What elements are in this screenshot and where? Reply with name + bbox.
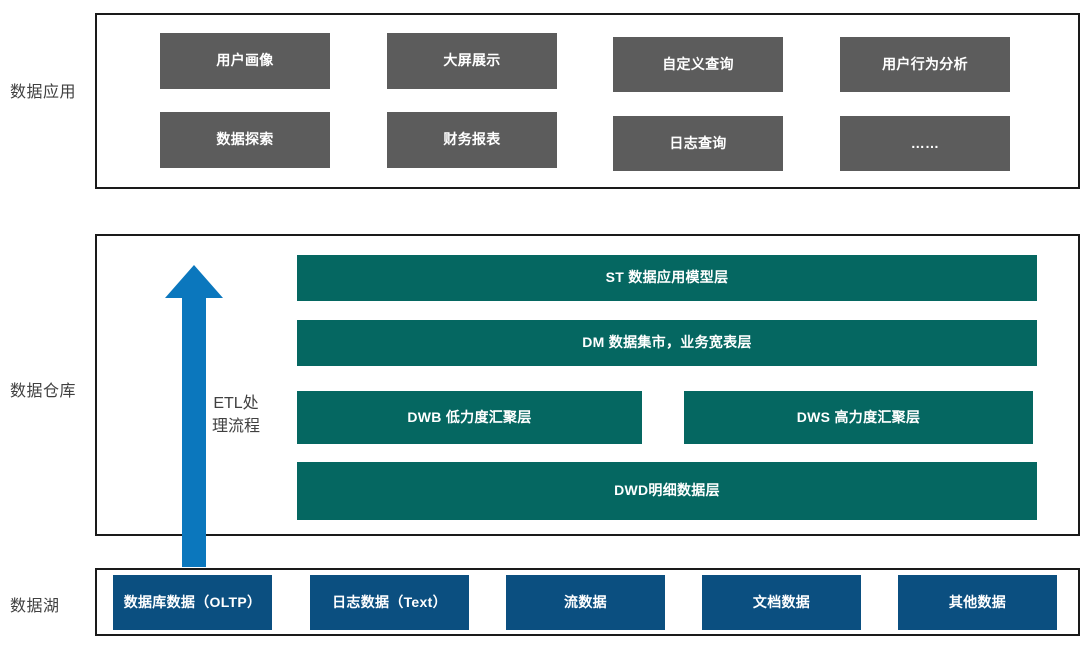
warehouse-layer-dws[interactable]: DWS 高力度汇聚层 [684,391,1033,444]
etl-flow-arrow-icon [163,265,225,567]
app-cell-log-query[interactable]: 日志查询 [613,116,783,171]
app-cell-big-screen-display[interactable]: 大屏展示 [387,33,557,89]
tier-label-data-warehouse: 数据仓库 [10,383,77,400]
warehouse-layer-dwb[interactable]: DWB 低力度汇聚层 [297,391,642,444]
lake-source-database-oltp[interactable]: 数据库数据（OLTP） [113,575,272,630]
tier-label-data-application: 数据应用 [10,84,77,101]
etl-process-label: ETL处 理流程 [211,395,260,436]
lake-source-stream[interactable]: 流数据 [506,575,665,630]
app-cell-data-exploration[interactable]: 数据探索 [160,112,330,168]
warehouse-layer-dm[interactable]: DM 数据集市，业务宽表层 [297,320,1037,366]
warehouse-layer-st[interactable]: ST 数据应用模型层 [297,255,1037,301]
tier-label-data-lake: 数据湖 [10,598,60,615]
app-cell-user-behavior-analysis[interactable]: 用户行为分析 [840,37,1010,92]
app-cell-financial-report[interactable]: 财务报表 [387,112,557,168]
app-cell-others[interactable]: …… [840,116,1010,171]
app-cell-user-profile[interactable]: 用户画像 [160,33,330,89]
warehouse-layer-dwd[interactable]: DWD明细数据层 [297,462,1037,520]
lake-source-other[interactable]: 其他数据 [898,575,1057,630]
lake-source-log-text[interactable]: 日志数据（Text） [310,575,469,630]
app-cell-custom-query[interactable]: 自定义查询 [613,37,783,92]
lake-source-document[interactable]: 文档数据 [702,575,861,630]
